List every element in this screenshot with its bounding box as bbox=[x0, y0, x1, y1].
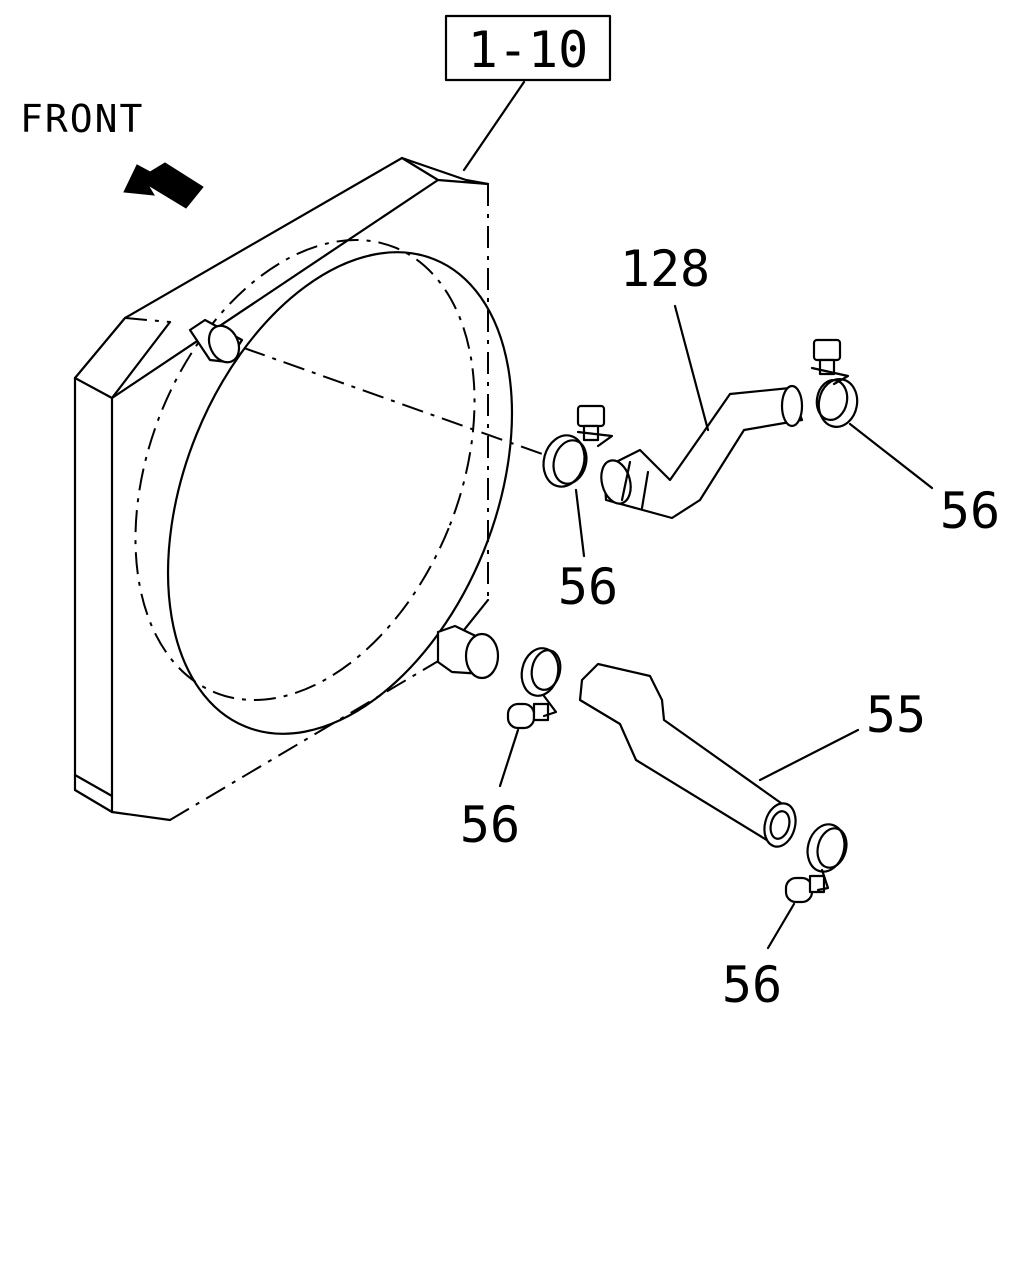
section-ref-text: 1-10 bbox=[468, 21, 588, 79]
upper-hose-leader bbox=[673, 304, 710, 432]
clamp-lower-left[interactable] bbox=[506, 645, 564, 730]
callout-56-upper-right: 56 bbox=[940, 482, 1000, 540]
clamp-lower-left-leader bbox=[498, 728, 520, 788]
lower-hose-leader bbox=[758, 728, 860, 782]
clamp-lower-right[interactable] bbox=[784, 820, 851, 904]
callout-56-upper-left: 56 bbox=[558, 558, 618, 616]
callout-56-lower-left: 56 bbox=[460, 796, 520, 854]
clamp-upper-left[interactable] bbox=[538, 404, 614, 491]
callout-128: 128 bbox=[620, 240, 710, 298]
lower-hose[interactable] bbox=[578, 662, 800, 850]
callout-56-lower-right: 56 bbox=[722, 956, 782, 1014]
front-arrow-icon bbox=[123, 162, 204, 209]
section-ref-box[interactable]: 1-10 bbox=[444, 14, 612, 82]
section-ref-leader bbox=[462, 80, 526, 172]
lower-inlet-pipe bbox=[436, 624, 500, 680]
upper-outlet-pipe bbox=[188, 318, 244, 364]
front-label: FRONT bbox=[20, 97, 144, 141]
clamp-upper-right[interactable] bbox=[810, 338, 861, 430]
upper-hose[interactable] bbox=[597, 384, 804, 520]
radiator-assembly bbox=[73, 156, 514, 822]
clamp-lower-right-leader bbox=[766, 902, 796, 950]
upper-hose-centerline bbox=[243, 347, 546, 456]
clamp-upper-right-leader bbox=[848, 422, 934, 490]
clamp-upper-left-leader bbox=[574, 488, 586, 558]
callout-55: 55 bbox=[866, 686, 926, 744]
